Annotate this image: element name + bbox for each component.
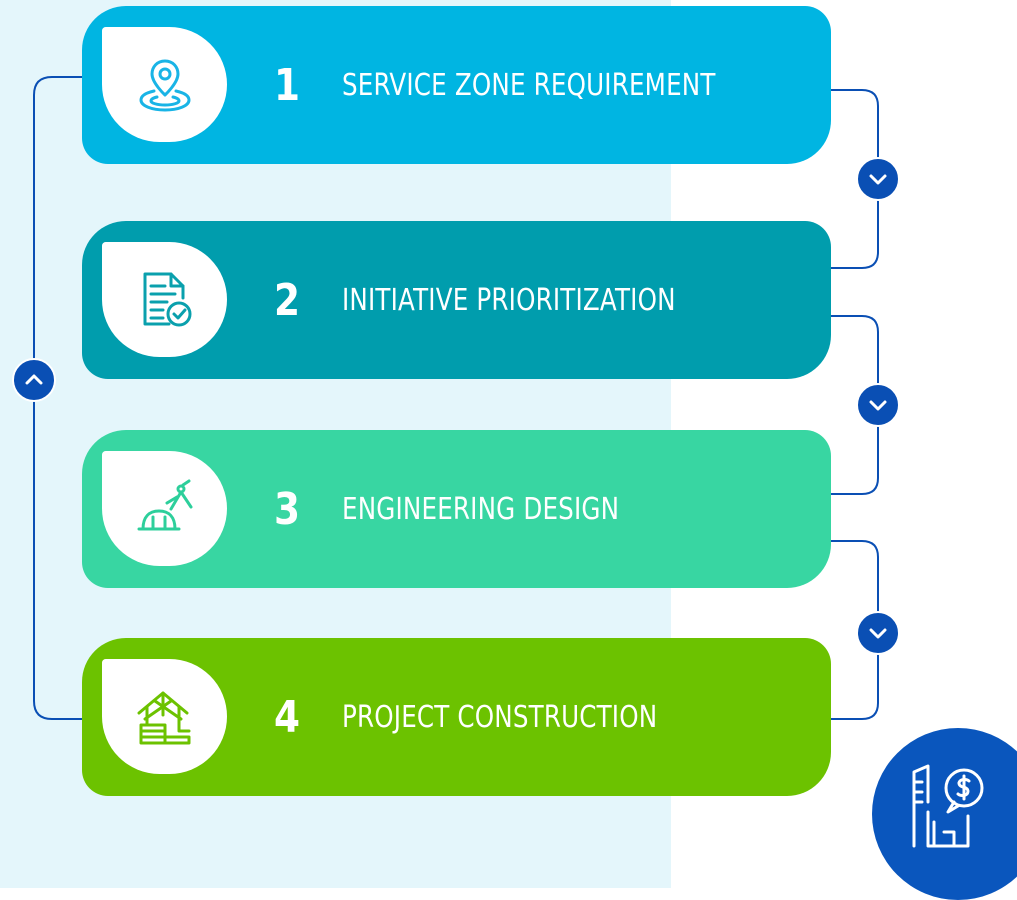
building-dollar-icon [912,764,984,848]
step-1-icon-badge [102,27,227,142]
step-3-title: ENGINEERING DESIGN [342,491,620,527]
step-3-to-4-chevron [856,611,900,655]
step-3-number: 3 [273,483,301,535]
step-2-to-3-chevron [856,383,900,427]
chevron-down-icon [869,628,887,639]
step-1-number: 1 [273,59,301,111]
step-2-card: 2 INITIATIVE PRIORITIZATION [82,221,831,379]
step-2-title: INITIATIVE PRIORITIZATION [342,282,676,318]
step-4-number: 4 [273,691,301,743]
step-4-title: PROJECT CONSTRUCTION [342,699,658,735]
chevron-down-icon [869,400,887,411]
step-1-card: 1 SERVICE ZONE REQUIREMENT [82,6,831,164]
chevron-down-icon [869,174,887,185]
hardhat-compass-icon [137,479,192,530]
step-4-card: 4 PROJECT CONSTRUCTION [82,638,831,796]
step-2-number: 2 [273,274,301,326]
chevron-up-icon [25,374,43,385]
step-4-icon-badge [102,659,227,774]
house-construction-icon [137,691,190,744]
corner-badge [872,728,1017,900]
step-2-icon-badge [102,242,227,357]
location-pin-icon [139,59,190,111]
loop-up-chevron [12,358,56,402]
step-3-card: 3 ENGINEERING DESIGN [82,430,831,588]
document-check-icon [143,272,191,326]
step-1-to-2-chevron [856,157,900,201]
step-3-icon-badge [102,451,227,566]
step-1-title: SERVICE ZONE REQUIREMENT [342,67,716,103]
